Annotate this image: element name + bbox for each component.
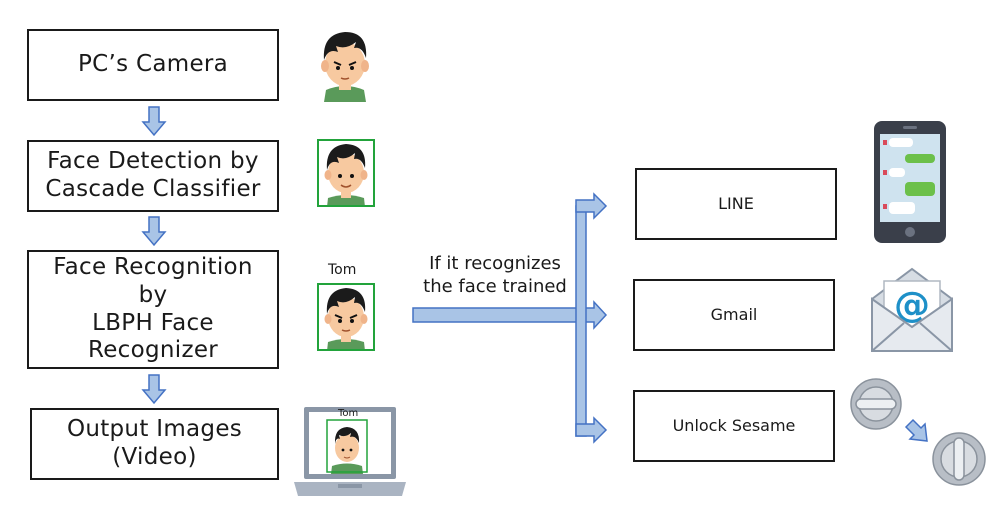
smartphone-chat-icon: [874, 121, 946, 243]
face-recognition-box: Face Recognition by LBPH Face Recognizer: [27, 250, 279, 369]
camera-label: PC’s Camera: [77, 51, 229, 78]
sesame-box: Unlock Sesame: [633, 390, 835, 462]
sesame-label: Unlock Sesame: [672, 416, 796, 436]
line-box: LINE: [635, 168, 837, 240]
output-images-line2: (Video): [112, 444, 197, 470]
face-detection-line1: Face Detection by: [47, 148, 259, 175]
branch-arrows: [412, 192, 608, 444]
face-recognition-line3: LBPH Face: [92, 309, 214, 336]
down-arrow-2: [141, 216, 167, 247]
face-recognition-line1: Face Recognition: [53, 254, 253, 281]
laptop-icon: [294, 407, 406, 496]
face-detected-icon: [317, 139, 375, 207]
down-arrow-3: [141, 374, 167, 405]
face-recognition-line4: Recognizer: [87, 337, 219, 364]
lock-knob-closed-icon: [850, 378, 902, 430]
tom-small-label: Tom: [338, 408, 359, 419]
email-icon: @: [871, 267, 953, 352]
camera-box: PC’s Camera: [27, 29, 279, 101]
lock-knob-open-icon: [932, 432, 986, 486]
face-camera-icon: [321, 32, 369, 102]
output-images-box: Output Images (Video): [30, 408, 279, 480]
condition-line2: the face trained: [423, 276, 567, 298]
face-detection-line2: Cascade Classifier: [45, 176, 261, 202]
face-recognition-line2: by: [138, 281, 168, 308]
face-detection-box: Face Detection by Cascade Classifier: [27, 140, 279, 212]
condition-line1: If it recognizes: [429, 253, 561, 274]
gmail-label: Gmail: [710, 305, 758, 325]
output-images-line1: Output Images: [66, 416, 243, 443]
tom-label: Tom: [328, 262, 357, 278]
line-label: LINE: [718, 194, 754, 214]
down-arrow-1: [141, 106, 167, 137]
gmail-box: Gmail: [633, 279, 835, 351]
lock-arrow-icon: [904, 418, 928, 442]
condition-label: If it recognizes the face trained: [410, 252, 580, 299]
face-recognized-icon: [317, 283, 375, 351]
